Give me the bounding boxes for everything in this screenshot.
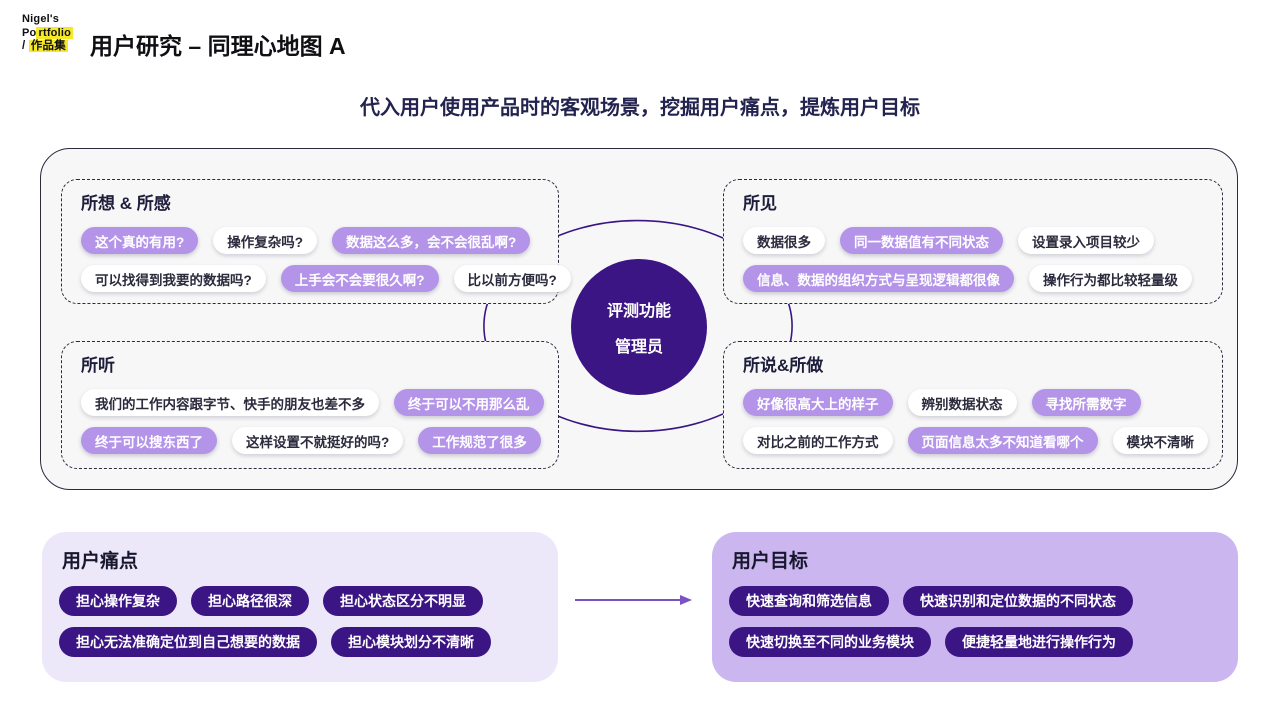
goal-pill: 快速查询和筛选信息: [729, 586, 889, 616]
goal-pill: 快速识别和定位数据的不同状态: [903, 586, 1133, 616]
goal-pill: 快速切换至不同的业务模块: [729, 627, 931, 657]
pain-pill: 担心操作复杂: [59, 586, 177, 616]
logo-line-1: Nigel's: [22, 13, 73, 27]
pill-row: 终于可以搜东西了 这样设置不就挺好的吗? 工作规范了很多: [81, 427, 541, 454]
tag-pill: 可以找得到我要的数据吗?: [81, 265, 266, 292]
pill-row: 这个真的有用? 操作复杂吗? 数据这么多，会不会很乱啊?: [81, 227, 539, 254]
pill-row: 担心无法准确定位到自己想要的数据 担心模块划分不清晰: [59, 627, 541, 657]
tag-pill: 信息、数据的组织方式与呈现逻辑都很像: [743, 265, 1014, 292]
pain-pill: 担心状态区分不明显: [323, 586, 483, 616]
tag-pill: 比以前方便吗?: [453, 265, 571, 292]
tag-pill: 设置录入项目较少: [1018, 227, 1154, 254]
user-goals-title: 用户目标: [732, 551, 809, 572]
tag-pill: 模块不清晰: [1112, 427, 1208, 454]
tag-pill: 终于可以搜东西了: [81, 427, 217, 454]
pain-pill: 担心模块划分不清晰: [331, 627, 491, 657]
page-title: 用户研究 – 同理心地图 A: [90, 33, 346, 59]
tag-pill: 这个真的有用?: [81, 227, 199, 254]
pill-row: 数据很多 同一数据值有不同状态 设置录入项目较少: [743, 227, 1203, 254]
pill-row: 对比之前的工作方式 页面信息太多不知道看哪个 模块不清晰: [743, 427, 1208, 454]
logo-text: Nigel's: [22, 13, 60, 25]
quadrant-see: 所见 数据很多 同一数据值有不同状态 设置录入项目较少 信息、数据的组织方式与呈…: [723, 179, 1223, 304]
tag-pill: 寻找所需数字: [1031, 389, 1141, 416]
tag-pill: 数据这么多，会不会很乱啊?: [332, 227, 531, 254]
tag-pill: 辨别数据状态: [907, 389, 1017, 416]
user-goals-box: 用户目标 快速查询和筛选信息 快速识别和定位数据的不同状态 快速切换至不同的业务…: [712, 532, 1238, 682]
quadrant-title: 所听: [81, 356, 115, 375]
tag-pill: 页面信息太多不知道看哪个: [907, 427, 1098, 454]
tag-pill: 终于可以不用那么乱: [394, 389, 544, 416]
right-arrow-icon: [575, 595, 692, 605]
tag-pill: 同一数据值有不同状态: [840, 227, 1003, 254]
quadrant-title: 所说&所做: [743, 356, 824, 375]
logo-line-3: / 作品集: [22, 40, 73, 54]
persona-circle: 评测功能 管理员: [571, 259, 707, 395]
pain-pill: 担心路径很深: [191, 586, 309, 616]
tag-pill: 对比之前的工作方式: [743, 427, 893, 454]
goal-pill: 便捷轻量地进行操作行为: [945, 627, 1133, 657]
pill-row: 信息、数据的组织方式与呈现逻辑都很像 操作行为都比较轻量级: [743, 265, 1203, 292]
pill-row: 快速切换至不同的业务模块 便捷轻量地进行操作行为: [729, 627, 1221, 657]
tag-pill: 上手会不会要很久啊?: [280, 265, 439, 292]
pain-pill: 担心无法准确定位到自己想要的数据: [59, 627, 317, 657]
persona-line-2: 管理员: [614, 339, 663, 356]
logo-text: Po: [22, 26, 37, 39]
pill-row: 可以找得到我要的数据吗? 上手会不会要很久啊? 比以前方便吗?: [81, 265, 571, 292]
logo-text: /: [22, 40, 29, 52]
tag-pill: 这样设置不就挺好的吗?: [232, 427, 404, 454]
logo-highlight: 作品集: [28, 40, 68, 52]
tag-pill: 工作规范了很多: [418, 427, 541, 454]
quadrant-hear: 所听 我们的工作内容跟字节、快手的朋友也差不多 终于可以不用那么乱 终于可以搜东…: [61, 341, 559, 469]
quadrant-title: 所见: [743, 194, 777, 213]
tag-pill: 操作复杂吗?: [213, 227, 317, 254]
pill-row: 我们的工作内容跟字节、快手的朋友也差不多 终于可以不用那么乱: [81, 389, 544, 416]
pain-points-box: 用户痛点 担心操作复杂 担心路径很深 担心状态区分不明显 担心无法准确定位到自己…: [42, 532, 558, 682]
tag-pill: 数据很多: [743, 227, 825, 254]
tag-pill: 操作行为都比较轻量级: [1029, 265, 1192, 292]
logo-highlight: rtfolio: [36, 26, 74, 39]
pill-row: 好像很高大上的样子 辨别数据状态 寻找所需数字: [743, 389, 1203, 416]
pill-row: 快速查询和筛选信息 快速识别和定位数据的不同状态: [729, 586, 1221, 616]
empathy-map-container: 所想 & 所感 这个真的有用? 操作复杂吗? 数据这么多，会不会很乱啊? 可以找…: [40, 148, 1238, 490]
tag-pill: 我们的工作内容跟字节、快手的朋友也差不多: [81, 389, 379, 416]
pill-row: 担心操作复杂 担心路径很深 担心状态区分不明显: [59, 586, 541, 616]
quadrant-title: 所想 & 所感: [81, 194, 171, 213]
slide-subtitle: 代入用户使用产品时的客观场景，挖掘用户痛点，提炼用户目标: [360, 97, 920, 119]
tag-pill: 好像很高大上的样子: [743, 389, 893, 416]
quadrant-say-do: 所说&所做 好像很高大上的样子 辨别数据状态 寻找所需数字 对比之前的工作方式 …: [723, 341, 1223, 469]
quadrant-think-feel: 所想 & 所感 这个真的有用? 操作复杂吗? 数据这么多，会不会很乱啊? 可以找…: [61, 179, 571, 304]
pain-points-title: 用户痛点: [62, 551, 139, 572]
persona-line-1: 评测功能: [606, 303, 671, 320]
